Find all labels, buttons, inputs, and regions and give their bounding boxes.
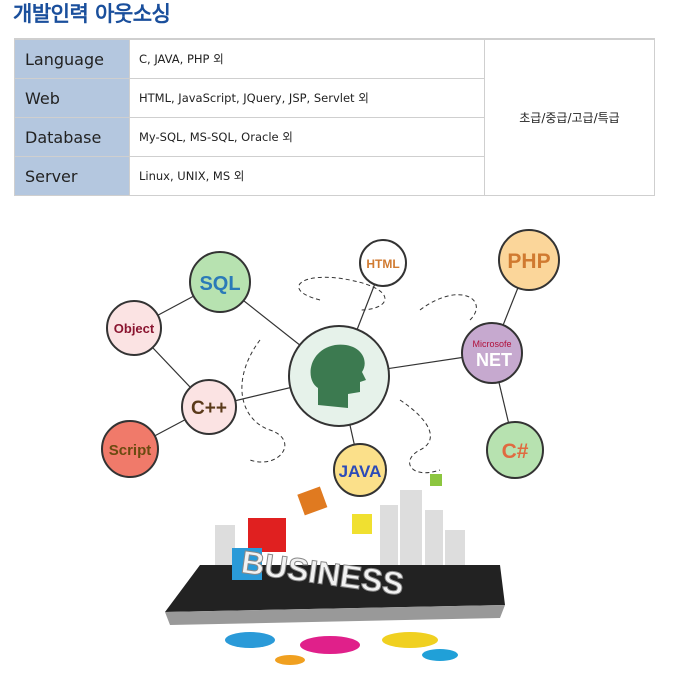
bubble-head — [288, 325, 390, 427]
table-row: Language C, JAVA, PHP 외 초급/중급/고급/특급 — [14, 38, 655, 196]
skills-cell: Linux, UNIX, MS 외 — [129, 156, 485, 196]
table-row: Server Linux, UNIX, MS 외 — [14, 156, 655, 196]
bubble-script: Script — [101, 420, 159, 478]
svg-text:Object: Object — [114, 321, 155, 336]
table-row: Web HTML, JavaScript, JQuery, JSP, Servl… — [14, 78, 655, 118]
city-skyline — [215, 490, 465, 565]
svg-text:Microsofe: Microsofe — [472, 339, 511, 349]
skills-cell: HTML, JavaScript, JQuery, JSP, Servlet 외 — [129, 78, 485, 118]
svg-text:SQL: SQL — [199, 273, 240, 295]
skills-cell: My-SQL, MS-SQL, Oracle 외 — [129, 117, 485, 157]
page-title: 개발인력 아웃소싱 — [13, 2, 171, 26]
bubble-html: HTML — [359, 239, 407, 287]
paint-splash — [225, 632, 458, 665]
svg-text:C#: C# — [502, 440, 529, 463]
svg-text:HTML: HTML — [366, 257, 399, 271]
svg-text:C++: C++ — [191, 398, 227, 419]
svg-text:PHP: PHP — [507, 250, 550, 273]
category-cell: Language — [14, 38, 130, 79]
bubble-sql: SQL — [189, 251, 251, 313]
head-profile-icon — [310, 344, 366, 408]
category-cell: Server — [14, 156, 130, 196]
table-row: Database My-SQL, MS-SQL, Oracle 외 — [14, 117, 655, 157]
category-cell: Web — [14, 78, 130, 118]
bubble-csharp: C# — [486, 421, 544, 479]
levels-cell: 초급/중급/고급/특급 — [484, 38, 655, 196]
svg-text:NET: NET — [476, 350, 512, 370]
category-cell: Database — [14, 117, 130, 157]
svg-text:JAVA: JAVA — [339, 462, 382, 481]
bubble-cpp: C++ — [181, 379, 237, 435]
bubble-php: PHP — [498, 229, 560, 291]
tech-illustration: SQL Object C++ Script HTML PHP Microsofe… — [101, 229, 560, 665]
colored-cubes — [232, 474, 442, 580]
bubble-java: JAVA — [333, 443, 387, 497]
svg-text:Script: Script — [109, 442, 152, 459]
skills-cell: C, JAVA, PHP 외 — [129, 38, 485, 79]
skills-table: Language C, JAVA, PHP 외 초급/중급/고급/특급 Web … — [14, 38, 655, 196]
bubble-object: Object — [106, 300, 162, 356]
dashed-swirls — [241, 276, 477, 474]
